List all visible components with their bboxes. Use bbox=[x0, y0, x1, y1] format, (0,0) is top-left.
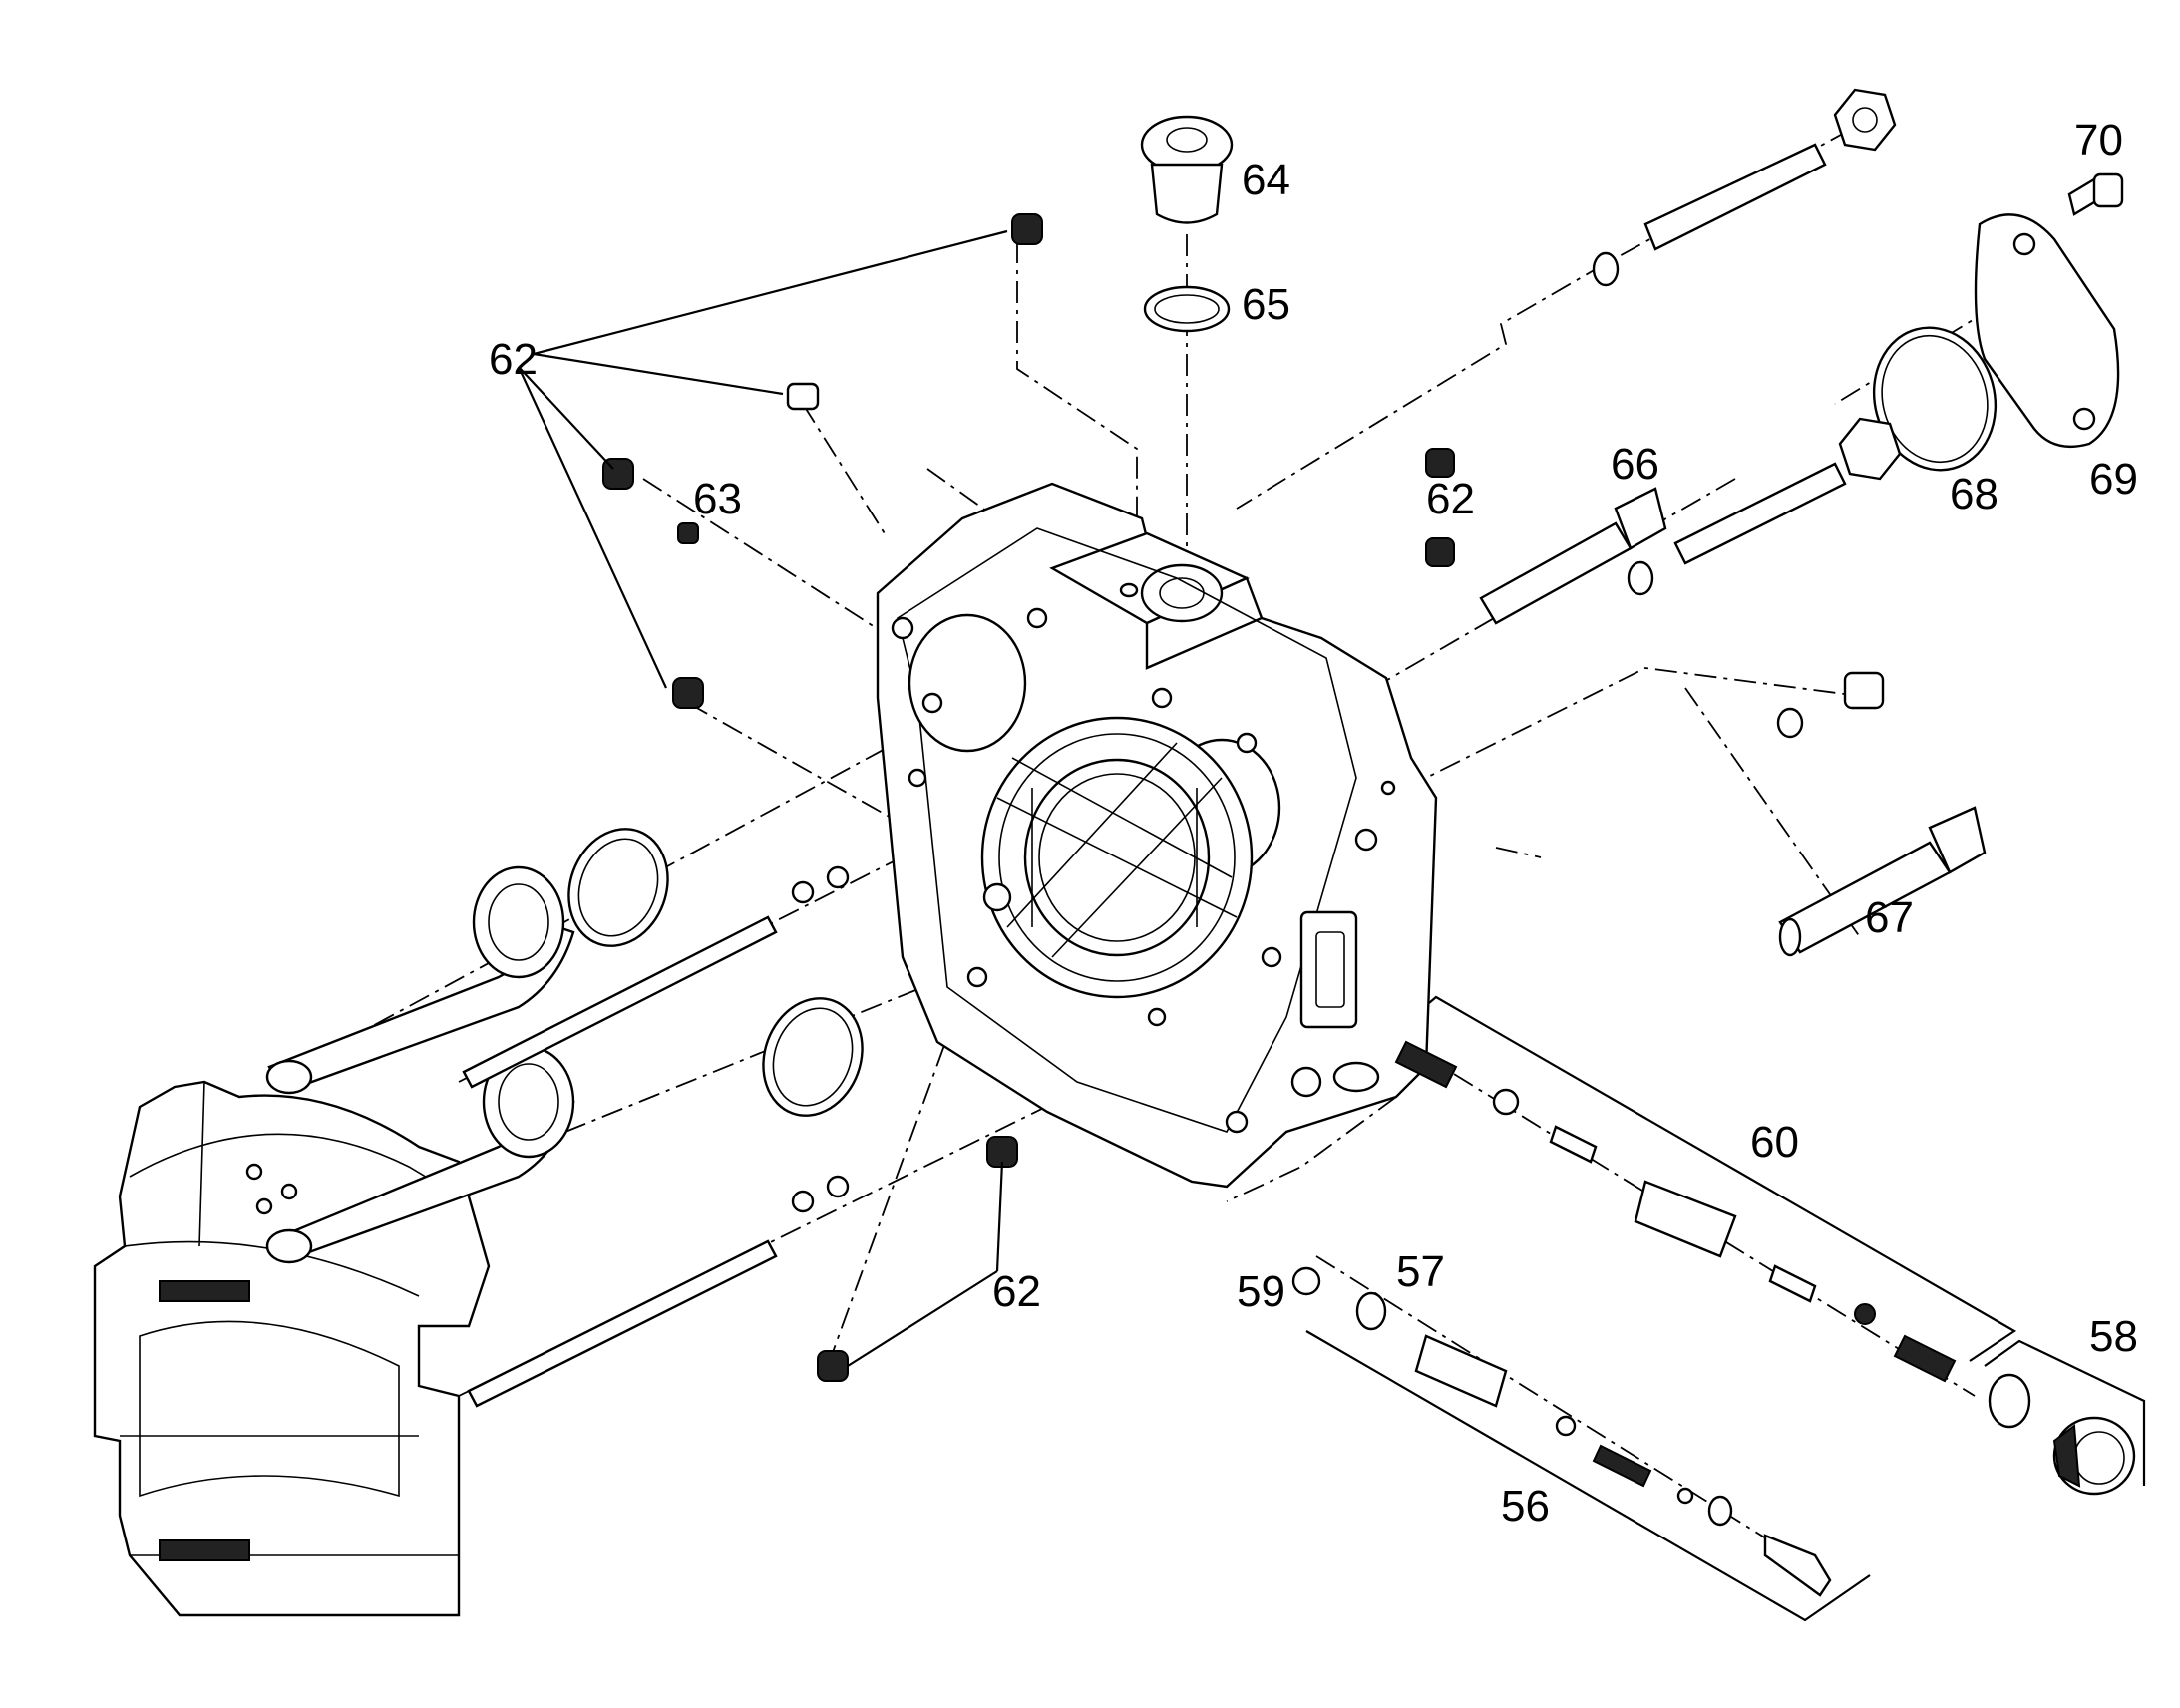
group-brackets bbox=[1305, 995, 2146, 1622]
callout-67: 67 bbox=[1865, 893, 1914, 942]
callout-labels: 64 65 70 62 63 66 62 68 69 67 60 62 59 5… bbox=[489, 116, 2138, 1531]
bolt-66 bbox=[1479, 487, 1667, 625]
callout-63: 63 bbox=[693, 475, 742, 523]
seal-ring-65 bbox=[1143, 285, 1231, 333]
plug-58 bbox=[2052, 1416, 2136, 1496]
callout-70: 70 bbox=[2074, 116, 2123, 165]
valve-group-60 bbox=[1394, 1040, 2031, 1429]
o-ring-68 bbox=[1872, 326, 1998, 472]
callout-65: 65 bbox=[1242, 280, 1290, 329]
callout-68: 68 bbox=[1950, 470, 1998, 518]
plug-63 bbox=[677, 522, 699, 544]
seal-rings-left bbox=[567, 828, 864, 1213]
callout-60: 60 bbox=[1750, 1118, 1799, 1167]
callout-58: 58 bbox=[2089, 1312, 2138, 1361]
plugs-62 bbox=[602, 213, 1455, 1382]
plug-right bbox=[1776, 671, 1885, 739]
valve-top-right bbox=[1592, 88, 1897, 287]
screw-plug-64 bbox=[1140, 115, 1234, 224]
callout-59: 59 bbox=[1237, 1267, 1285, 1316]
callout-62-bottom: 62 bbox=[992, 1267, 1041, 1316]
callout-64: 64 bbox=[1242, 156, 1290, 204]
pump-housing bbox=[876, 482, 1438, 1189]
callout-57: 57 bbox=[1396, 1247, 1445, 1296]
cover-69 bbox=[1974, 213, 2120, 448]
callout-62-left: 62 bbox=[489, 335, 538, 384]
callout-62-right: 62 bbox=[1426, 475, 1475, 523]
gear-housing-body bbox=[93, 1080, 491, 1617]
drive-shafts bbox=[265, 865, 778, 1408]
callout-66: 66 bbox=[1611, 440, 1659, 489]
callout-56: 56 bbox=[1501, 1482, 1550, 1531]
screw-70 bbox=[2067, 172, 2124, 216]
leader-lines bbox=[518, 229, 1008, 1367]
valve-mid-right bbox=[1627, 417, 1902, 596]
valve-group-56 bbox=[1291, 1266, 1832, 1597]
callout-69: 69 bbox=[2089, 455, 2138, 504]
bolt-67 bbox=[1778, 806, 1987, 957]
